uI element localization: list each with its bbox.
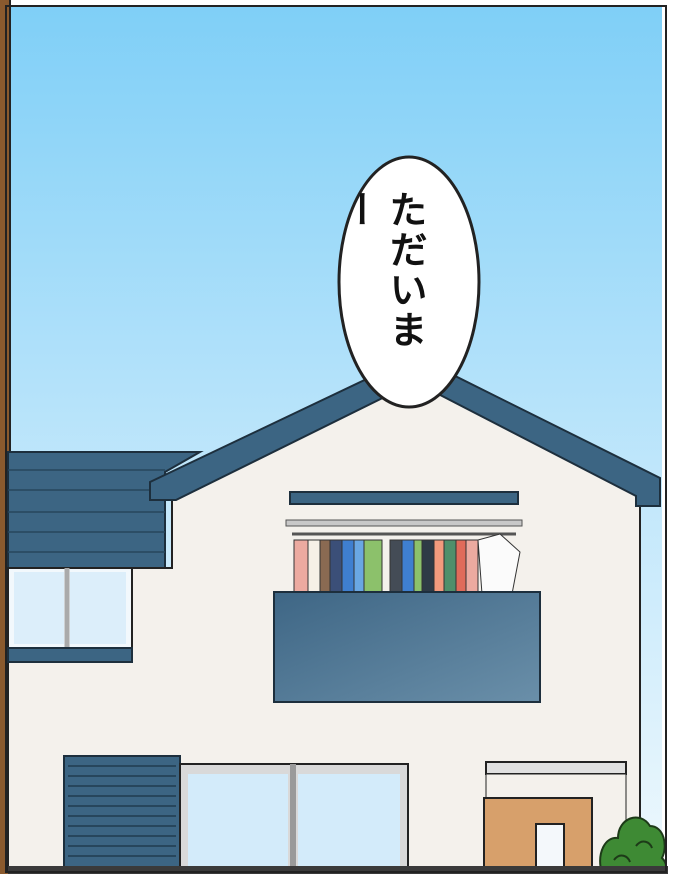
laundry-icon (292, 532, 521, 595)
balcony (273, 591, 541, 703)
speech-bubble-icon (337, 155, 481, 409)
window-shutter (63, 755, 181, 874)
panel-border (5, 5, 667, 873)
upper-left-window (7, 567, 133, 663)
ground (8, 866, 668, 874)
balcony-awning (289, 491, 519, 505)
ground-floor-window (179, 763, 409, 874)
speech-bubble-text: ただいまー (337, 190, 427, 350)
entrance-door (483, 761, 627, 874)
